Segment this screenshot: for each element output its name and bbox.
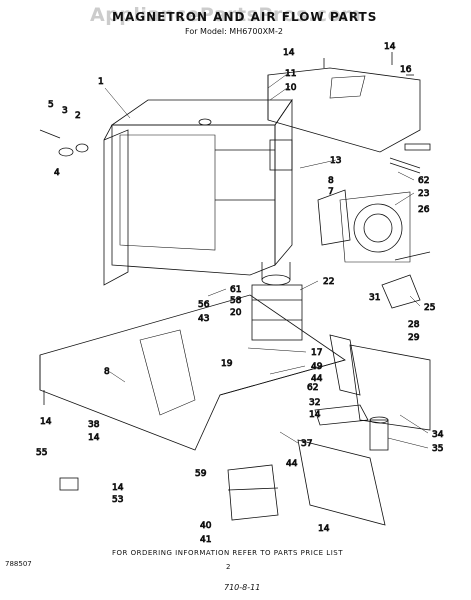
callout: 55 bbox=[36, 448, 47, 458]
callout: 22 bbox=[323, 277, 334, 287]
callout: 14 bbox=[40, 417, 52, 427]
oven-cavity bbox=[103, 98, 293, 286]
callout: 4 bbox=[54, 168, 60, 178]
capacitor bbox=[369, 416, 389, 451]
callout: 59 bbox=[195, 469, 207, 479]
callout: 34 bbox=[432, 430, 444, 440]
document-number: 788507 bbox=[5, 560, 32, 568]
callout: 49 bbox=[311, 362, 323, 372]
callout: 19 bbox=[221, 359, 233, 369]
lower-bracket bbox=[314, 404, 369, 426]
bottom-cover bbox=[297, 439, 386, 526]
callout: 62 bbox=[307, 383, 318, 393]
callout: 61 bbox=[230, 285, 241, 295]
callout: 23 bbox=[418, 189, 429, 199]
callout: 25 bbox=[424, 303, 435, 313]
transformer bbox=[227, 464, 279, 521]
callout: 14 bbox=[88, 433, 100, 443]
fan-motor bbox=[381, 251, 431, 309]
watermark: AppliancePartsPros.com bbox=[90, 4, 362, 26]
callout: 2 bbox=[75, 111, 81, 121]
callout: 8 bbox=[328, 176, 334, 186]
callout: 5 bbox=[48, 100, 54, 110]
handwritten-note: 710-8-11 bbox=[224, 583, 261, 592]
callout: 7 bbox=[328, 187, 334, 197]
side-bracket bbox=[329, 334, 431, 431]
callout: 44 bbox=[311, 374, 323, 384]
hardware-parts bbox=[39, 52, 431, 491]
callout: 38 bbox=[88, 420, 100, 430]
callout-labels: 5 3 2 4 1 14 14 16 11 10 13 8 7 62 23 26… bbox=[36, 42, 445, 546]
callout: 14 bbox=[318, 524, 330, 534]
callout: 29 bbox=[408, 333, 420, 343]
callout: 62 bbox=[418, 176, 429, 186]
callout: 44 bbox=[286, 459, 298, 469]
callout: 26 bbox=[418, 205, 430, 215]
callout: 35 bbox=[432, 444, 443, 454]
magnetron bbox=[251, 262, 303, 341]
callout: 14 bbox=[283, 48, 295, 58]
callout: 43 bbox=[198, 314, 209, 324]
callout: 14 bbox=[112, 483, 124, 493]
callout: 16 bbox=[400, 65, 412, 75]
callout: 31 bbox=[369, 293, 380, 303]
callout: 58 bbox=[230, 296, 242, 306]
fan-assembly bbox=[339, 157, 421, 263]
callout: 13 bbox=[330, 156, 341, 166]
callout: 11 bbox=[285, 69, 296, 79]
ordering-footer: FOR ORDERING INFORMATION REFER TO PARTS … bbox=[112, 549, 343, 557]
diagram-title: MAGNETRON AND AIR FLOW PARTS bbox=[112, 10, 378, 24]
base-plate bbox=[39, 294, 346, 451]
callout: 1 bbox=[98, 77, 104, 87]
callout: 3 bbox=[62, 106, 68, 116]
callout: 56 bbox=[198, 300, 210, 310]
callout: 20 bbox=[230, 308, 242, 318]
callout: 10 bbox=[285, 83, 297, 93]
callout: 32 bbox=[309, 398, 320, 408]
vent-cover bbox=[267, 67, 421, 153]
callout: 40 bbox=[200, 521, 212, 531]
callout: 28 bbox=[408, 320, 420, 330]
callout: 17 bbox=[311, 348, 322, 358]
callout: 41 bbox=[200, 535, 211, 545]
callout: 53 bbox=[112, 495, 123, 505]
leader-lines bbox=[104, 71, 429, 449]
callout: 14 bbox=[309, 410, 321, 420]
callout: 37 bbox=[301, 439, 312, 449]
page-number: 2 bbox=[226, 563, 231, 571]
air-guide bbox=[317, 189, 351, 246]
callout: 14 bbox=[384, 42, 396, 52]
model-line: For Model: MH6700XM-2 bbox=[185, 27, 283, 36]
callout: 8 bbox=[104, 367, 110, 377]
